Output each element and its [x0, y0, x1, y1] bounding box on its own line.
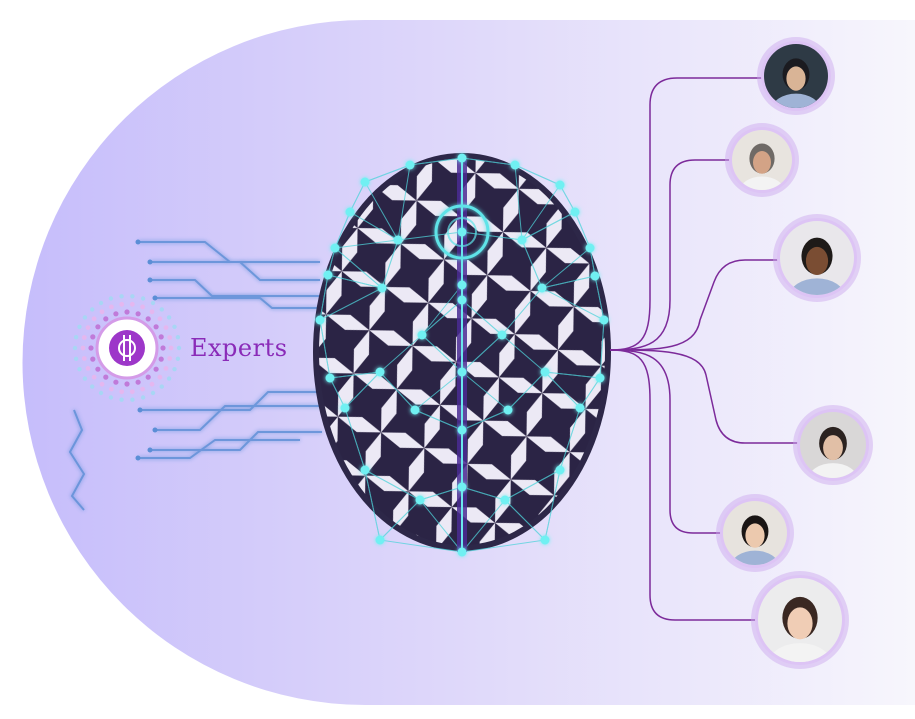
- expert-avatar-6: [751, 571, 849, 669]
- experts-label: Experts: [190, 334, 288, 362]
- expert-connectors: [609, 77, 800, 621]
- expert-avatar-3: [773, 214, 861, 302]
- circuit-lines: [68, 241, 325, 511]
- expert-avatar-1: [757, 37, 835, 115]
- expert-avatar-2: [725, 123, 799, 197]
- expert-avatar-5: [716, 494, 794, 572]
- experts-logo-icon: [72, 294, 182, 402]
- ai-head-graphic: [313, 153, 611, 557]
- circuit-nodes: [135, 239, 158, 461]
- expert-avatar-4: [793, 405, 873, 485]
